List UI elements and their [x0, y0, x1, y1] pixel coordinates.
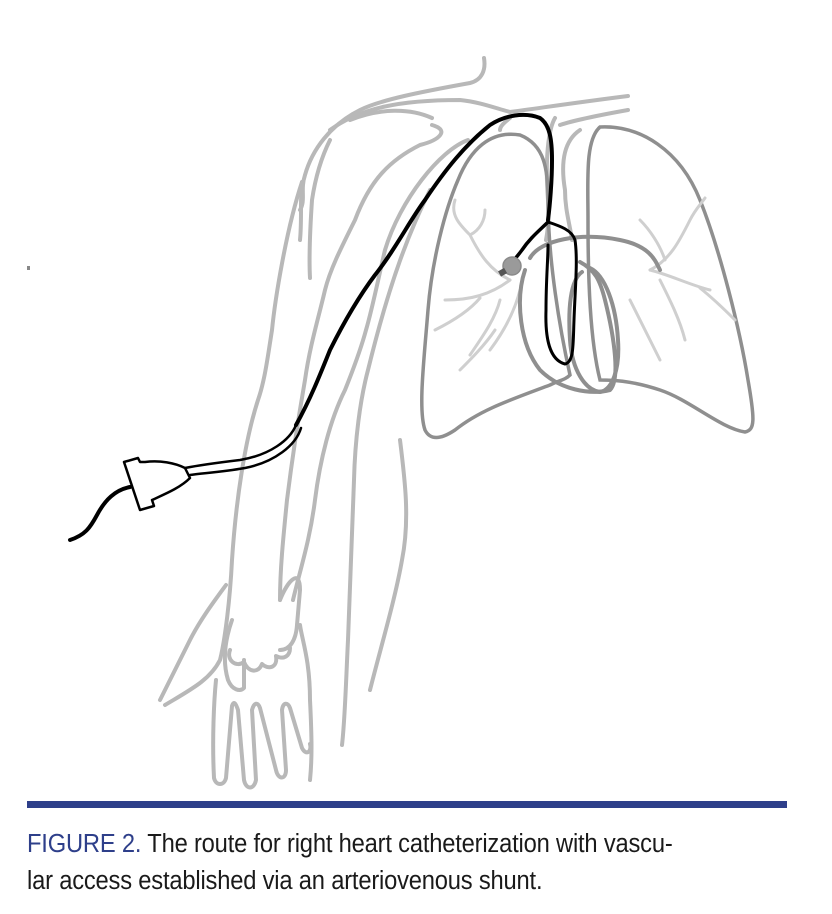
figure-illustration — [27, 56, 755, 790]
balloon-tip — [498, 256, 522, 277]
figure-caption: FIGURE 2. The route for right heart cath… — [27, 826, 743, 900]
stray-mark — [27, 266, 30, 270]
caption-text-1: The route for right heart catheterizatio… — [141, 830, 673, 858]
lungs — [420, 125, 755, 440]
body-outline — [158, 56, 630, 790]
bronchial-tree — [433, 196, 737, 372]
figure-label: FIGURE 2. — [27, 830, 142, 858]
heart — [518, 234, 662, 395]
catheter — [68, 112, 578, 542]
caption-line-1: FIGURE 2. The route for right heart cath… — [27, 826, 743, 863]
catheter-route-diagram — [27, 56, 755, 790]
caption-divider — [27, 801, 787, 808]
caption-line-2: lar access established via an arterioven… — [27, 867, 543, 895]
